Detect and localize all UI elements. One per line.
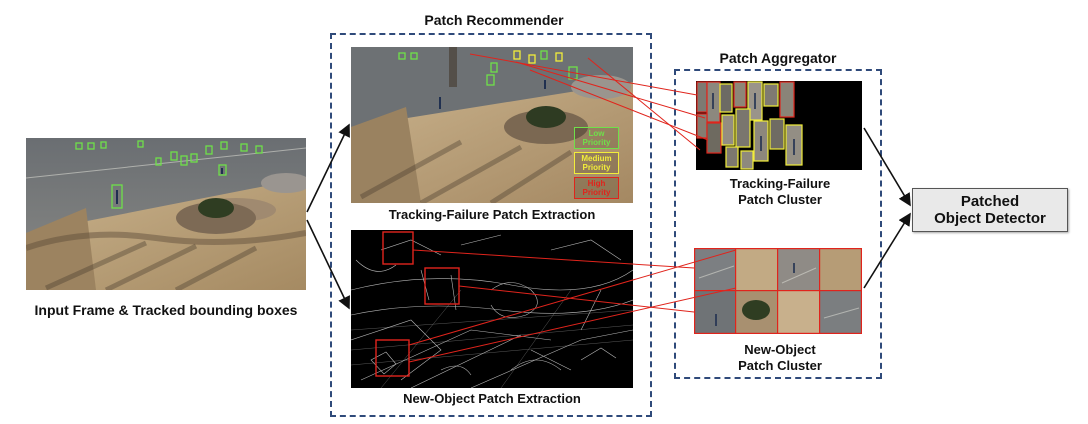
connector-new-1 (413, 250, 694, 268)
edge-patch-box-3 (376, 340, 409, 376)
connector-track-4 (588, 58, 700, 150)
arrow-new-cluster-to-detector (864, 214, 910, 288)
edge-patch-box-1 (383, 232, 413, 264)
new-object-highlight-boxes (376, 232, 459, 376)
arrow-input-to-tracking (307, 125, 349, 212)
connector-new-4 (409, 288, 736, 362)
connector-new-2 (459, 286, 694, 312)
connector-track-2 (516, 62, 705, 118)
flow-arrows (307, 125, 910, 308)
arrow-tracking-cluster-to-detector (864, 128, 910, 205)
red-connectors (409, 54, 736, 362)
connector-track-1 (470, 54, 697, 95)
arrow-input-to-new-object (307, 220, 349, 308)
connector-new-3 (409, 250, 736, 345)
edge-patch-box-2 (425, 268, 459, 304)
